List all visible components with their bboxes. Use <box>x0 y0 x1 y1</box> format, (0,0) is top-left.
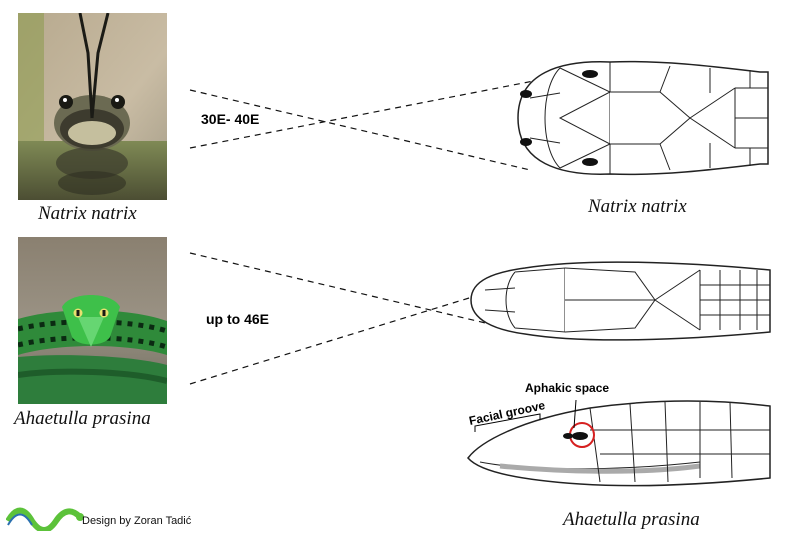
ahaetulla-angle-label: up to 46E <box>206 311 270 327</box>
ahaetulla-photo-graphic <box>18 237 167 404</box>
ahaetulla-angle-line-upper <box>189 252 516 331</box>
ahaetulla-photo <box>18 237 167 404</box>
ahaetulla-head-diagram <box>470 261 771 341</box>
natrix-head-diagram <box>517 60 769 176</box>
ahaetulla-photo-caption: Ahaetulla prasina <box>14 408 151 429</box>
ahaetulla-angle-line-lower <box>189 289 496 385</box>
natrix-photo <box>18 13 167 200</box>
snake-eye <box>572 432 588 440</box>
facial-groove-bracket <box>474 413 541 432</box>
natrix-angle-line-upper <box>189 89 531 171</box>
natrix-photo-caption: Natrix natrix <box>38 203 137 224</box>
natrix-photo-graphic <box>18 13 167 200</box>
natrix-diagram-caption: Natrix natrix <box>588 196 687 217</box>
natrix-angle-line-lower <box>189 69 591 149</box>
aphakic-space-label: Aphakic space <box>525 381 609 395</box>
aphakic-pointer <box>573 399 577 429</box>
ahaetulla-diagram-caption: Ahaetulla prasina <box>563 509 700 530</box>
design-credit: Design by Zoran Tadić <box>82 515 192 527</box>
natrix-angle-label: 30E- 40E <box>201 111 260 127</box>
ahaetulla-side-diagram: Aphakic space Facial groove <box>467 381 771 487</box>
snake-logo-icon <box>6 507 84 531</box>
aphakic-space-mark <box>563 433 573 439</box>
